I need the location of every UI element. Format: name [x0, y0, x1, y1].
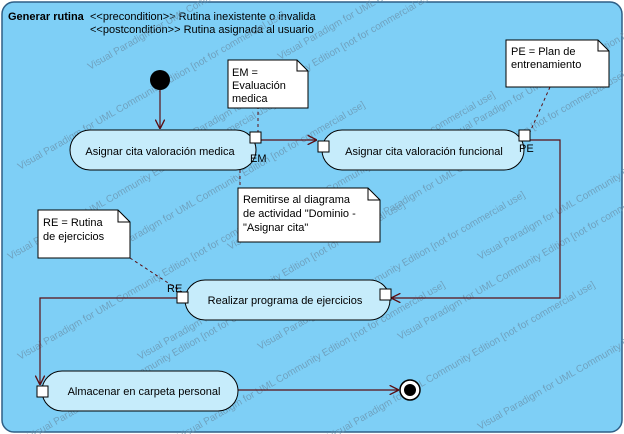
- action-label: Realizar programa de ejercicios: [208, 295, 363, 307]
- pin-re-out: [176, 291, 189, 304]
- note-remitirse: Remitirse al diagrama de actividad "Domi…: [237, 187, 381, 243]
- action-realizar[interactable]: Realizar programa de ejercicios: [184, 279, 391, 321]
- action-label: Almacenar en carpeta personal: [68, 386, 221, 398]
- pin-pe-label: PE: [519, 143, 534, 155]
- note-em: EM = Evaluación medica: [227, 59, 309, 109]
- note-line: entrenamiento: [511, 59, 581, 71]
- pin-em-out: [249, 131, 262, 144]
- pin-em-in: [317, 140, 330, 153]
- flow-realizar-to-almacenar: [40, 297, 177, 384]
- note-line: RE = Rutina: [43, 217, 103, 229]
- action-asignar-funcional[interactable]: Asignar cita valoración funcional: [321, 129, 525, 171]
- pin-re-label: RE: [167, 283, 182, 295]
- note-re: RE = Rutina de ejercicios: [37, 209, 131, 259]
- note-anchors: [129, 86, 551, 293]
- control-flows: [40, 90, 561, 390]
- note-line: Remitirse al diagrama: [243, 194, 351, 206]
- note-line: de ejercicios: [43, 231, 105, 243]
- precondition-text: <<precondition>> Rutina inexistente o in…: [90, 11, 317, 23]
- pin-pe-in: [379, 288, 392, 301]
- flow-funcional-to-realizar: [392, 139, 561, 298]
- pin-pe-out: [518, 129, 531, 142]
- note-pe: PE = Plan de entrenamiento: [505, 39, 610, 88]
- note-line: medica: [232, 93, 268, 105]
- diagram-title: Generar rutina: [8, 11, 85, 23]
- action-asignar-medica[interactable]: Asignar cita valoración medica: [69, 129, 257, 171]
- action-label: Asignar cita valoración funcional: [345, 146, 503, 158]
- pin-re-in: [36, 385, 49, 398]
- anchor-re: [129, 257, 183, 293]
- action-label: Asignar cita valoración medica: [85, 146, 235, 158]
- final-node: [399, 379, 421, 401]
- note-line: PE = Plan de: [511, 46, 576, 58]
- pin-em-label: EM: [250, 153, 267, 165]
- note-line: EM =: [232, 67, 258, 79]
- anchor-pe: [529, 86, 551, 133]
- note-line: Evaluación: [232, 80, 286, 92]
- action-almacenar[interactable]: Almacenar en carpeta personal: [41, 370, 239, 412]
- note-line: "Asignar cita": [243, 222, 308, 234]
- initial-node: [150, 70, 170, 90]
- postcondition-text: <<postcondition>> Rutina asignada al usu…: [90, 24, 314, 36]
- note-line: de actividad "Dominio -: [243, 208, 356, 220]
